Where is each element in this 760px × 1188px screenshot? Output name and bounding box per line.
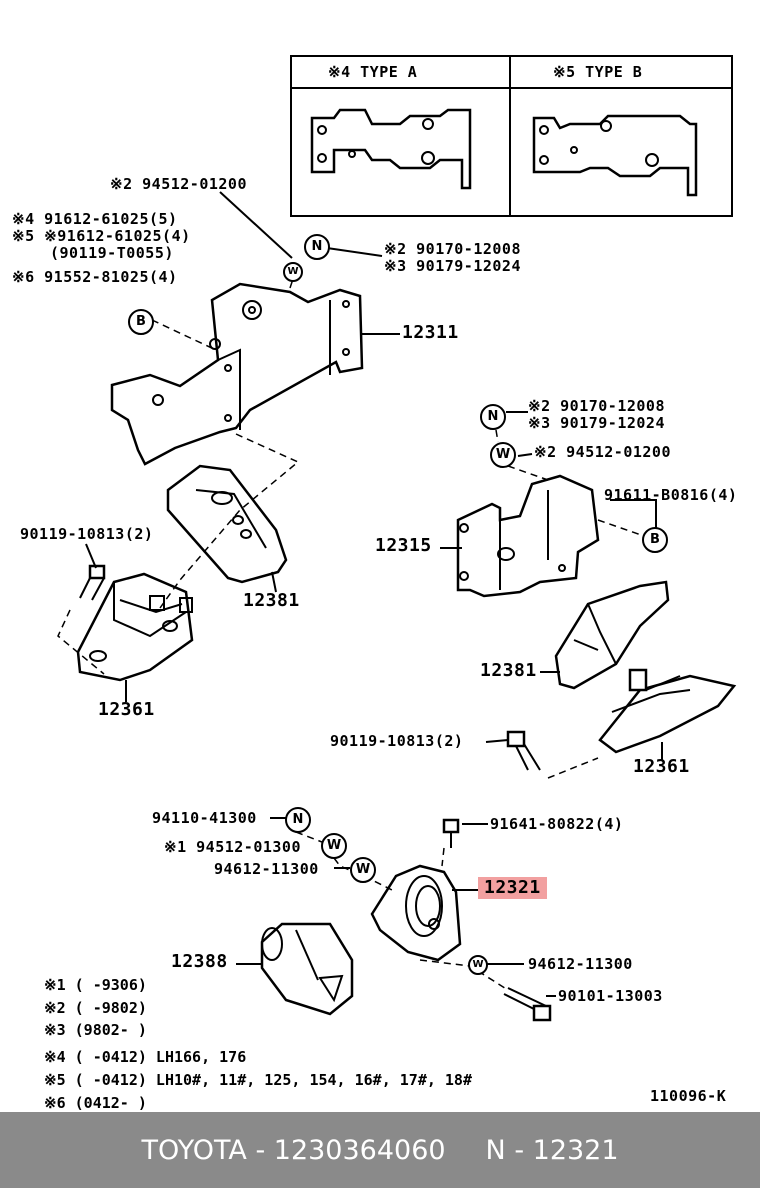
marker-w: W (283, 262, 303, 282)
marker-w: W (350, 857, 376, 883)
part-label: 91611-B0816(4) (604, 486, 738, 504)
part-label: 94110-41300 (152, 809, 257, 827)
bolt-91641-80822 (442, 818, 460, 848)
part-label: ※3 90179-12024 (528, 414, 665, 432)
footer-brand-part-number: TOYOTA - 1230364060 (141, 1134, 446, 1166)
footer-reference: N - 12321 (485, 1134, 619, 1166)
mount-12361-right (598, 668, 737, 754)
bracket-12315 (456, 474, 600, 598)
note-row: ※1 ( -9306) (44, 976, 147, 994)
bolt-90101-13003 (503, 987, 552, 1022)
part-label: 94612-11300 (214, 860, 319, 878)
marker-n: N (285, 807, 311, 833)
mount-12361-left (76, 572, 194, 682)
insulator-12381-right (554, 580, 670, 690)
part-label: ※6 91552-81025(4) (12, 268, 178, 286)
diagram-code: 110096-K (650, 1087, 727, 1105)
insulator-12381-left (166, 464, 288, 584)
note-row: ※5 ( -0412) LH10#, 11#, 125, 154, 16#, 1… (44, 1071, 472, 1089)
footer-bar: TOYOTA - 1230364060 N - 12321 (0, 1112, 760, 1188)
part-number-12311: 12311 (402, 322, 459, 343)
marker-b: B (128, 309, 154, 335)
mount-12321 (370, 864, 462, 962)
note-row: ※3 (9802- ) (44, 1021, 147, 1039)
part-label: 94612-11300 (528, 955, 633, 973)
part-label: ※2 90170-12008 (528, 397, 665, 415)
part-label: 90101-13003 (558, 987, 663, 1005)
part-number-12315: 12315 (375, 535, 432, 556)
part-number-12361-left: 12361 (98, 699, 155, 720)
type-b-bracket-sketch (532, 114, 698, 197)
note-row: ※6 (0412- ) (44, 1094, 147, 1112)
part-label: 90119-10813(2) (330, 732, 464, 750)
note-row: ※4 ( -0412) LH166, 176 (44, 1048, 247, 1066)
crossmember-12311 (110, 282, 364, 466)
inset-type-b-label: ※5 TYPE B (553, 63, 643, 81)
diagram-drawing (57, 55, 737, 1022)
part-label: ※4 91612-61025(5) (12, 210, 178, 228)
marker-n: N (480, 404, 506, 430)
part-label: ※3 90179-12024 (384, 257, 521, 275)
marker-n: N (304, 234, 330, 260)
type-a-bracket-sketch (310, 108, 472, 190)
part-number-12381-left: 12381 (243, 590, 300, 611)
bolt-90119-10813-right (506, 730, 541, 771)
marker-w: W (321, 833, 347, 859)
part-label: 90119-10813(2) (20, 525, 154, 543)
note-row: ※2 ( -9802) (44, 999, 147, 1017)
part-label: ※2 90170-12008 (384, 240, 521, 258)
parts-diagram: ※4 TYPE A ※5 TYPE B ※2 94512-01200 ※4 91… (12, 55, 738, 1112)
part-label: (90119-T0055) (50, 244, 174, 262)
part-label: 91641-80822(4) (490, 815, 624, 833)
part-number-12388: 12388 (171, 951, 228, 972)
marker-w: W (468, 955, 488, 975)
inset-frame (290, 55, 733, 217)
part-label: ※1 94512-01300 (164, 838, 301, 856)
part-number-12381-right: 12381 (480, 660, 537, 681)
part-number-12361-right: 12361 (633, 756, 690, 777)
part-label: ※2 94512-01200 (110, 175, 247, 193)
bolt-90119-10813-left (79, 564, 106, 601)
part-label: ※5 ※91612-61025(4) (12, 227, 191, 245)
marker-w: W (490, 442, 516, 468)
highlighted-part-number-12321[interactable]: 12321 (478, 877, 547, 899)
inset-type-a-label: ※4 TYPE A (328, 63, 418, 81)
bushing-12388 (260, 922, 354, 1016)
marker-b: B (642, 527, 668, 553)
part-label: ※2 94512-01200 (534, 443, 671, 461)
